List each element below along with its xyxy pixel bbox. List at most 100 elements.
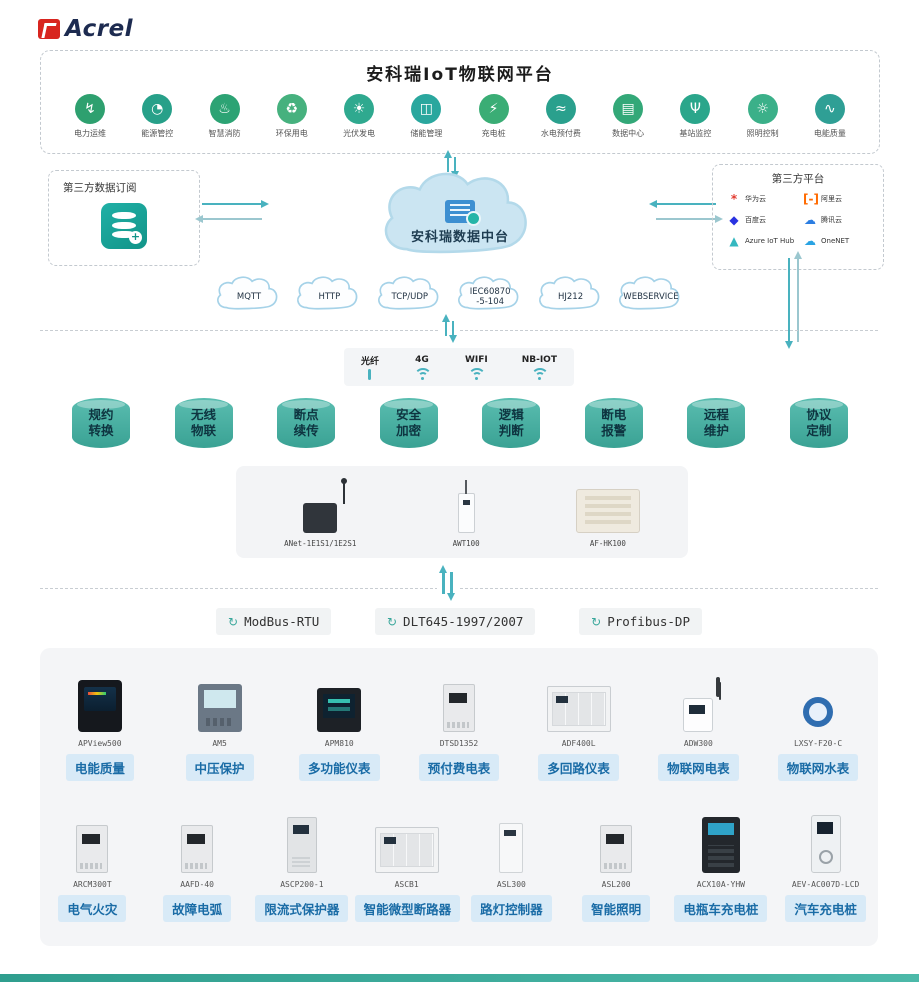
product-device-figure: [701, 817, 740, 873]
capability-cylinder: 远程 维护: [687, 398, 746, 448]
network-signal-icon: [467, 367, 487, 380]
product-model-label: AAFD-40: [180, 880, 214, 889]
product-device-figure: [286, 817, 317, 873]
product-figure-wrap: [168, 672, 272, 732]
network-label: 4G: [415, 355, 429, 365]
platform-downlink-arrows: [784, 251, 802, 349]
link-icon: ↻: [386, 614, 398, 629]
product-category-chip: 多功能仪表: [298, 754, 380, 781]
network-signal-icon: [368, 369, 372, 380]
protocol-cloud: HTTP: [292, 274, 366, 316]
product-figure-wrap: [40, 813, 144, 873]
network-type-bar: 光纤 4G WIFI NB-IOT: [344, 348, 574, 386]
gateway-item: AWT100: [453, 480, 480, 548]
partner-name: 腾讯云: [821, 216, 842, 224]
product-category-chip: 智能微型断路器: [354, 895, 461, 922]
service-icon: ◔: [142, 94, 173, 124]
product-item: APView500 电能质量: [48, 672, 152, 781]
protocol-chip-label: ModBus-RTU: [244, 614, 320, 629]
partner-cloud-icon: [-]: [803, 192, 819, 206]
product-figure-wrap: [459, 813, 563, 873]
product-category-chip: 智能照明: [582, 895, 651, 922]
product-item: ASCB1 智能微型断路器: [354, 813, 461, 922]
service-label: 智慧消防: [208, 129, 241, 138]
network-signal-icon: [413, 367, 432, 380]
gateway-device-panel: ANet-1E1S1/1E2S1 AWT100 AF-HK100: [236, 466, 688, 558]
product-model-label: ACX10A-YHW: [696, 880, 745, 889]
up-arrow-icon: [438, 565, 447, 594]
product-item: APM810 多功能仪表: [287, 672, 391, 781]
protocol-cloud-label: HJ212: [558, 291, 584, 302]
network-signal-icon: [530, 367, 550, 380]
cloud-outline-icon: [377, 276, 439, 310]
capability-cylinder: 断点 续传: [277, 398, 336, 448]
product-device-figure: [442, 684, 475, 732]
service-item: ☀ 光伏发电: [330, 94, 388, 139]
product-category-chip: 物联网水表: [777, 754, 859, 781]
service-label: 光伏发电: [343, 129, 376, 138]
footer-accent-bar: [0, 974, 919, 982]
service-item: ☼ 照明控制: [734, 94, 792, 139]
product-figure-wrap: [145, 813, 249, 873]
network-item: 4G: [413, 355, 432, 380]
cloud-outline-icon: [297, 276, 358, 310]
cloud-outline-icon: [538, 276, 599, 310]
protocol-cloud-label: IEC60870 -5-104: [469, 286, 511, 307]
partner-logo-grid: * 华为云 [-] 阿里云 ◆ 百度云 ☁ 腾讯云: [713, 186, 883, 249]
product-category-chip: 电瓶车充电桩: [674, 895, 768, 922]
partner-cloud-icon: *: [730, 192, 738, 206]
partner-cloud-icon: ◆: [729, 213, 739, 227]
link-icon: ↻: [591, 614, 602, 629]
network-item: 光纤: [361, 354, 379, 380]
service-item: ≈ 水电预付费: [532, 94, 590, 139]
protocol-chip-label: DLT645-1997/2007: [403, 614, 524, 629]
product-item: AEV-AC007D-LCD 汽车充电桩: [774, 813, 878, 922]
product-category-chip: 电能质量: [65, 754, 134, 781]
product-item: ARCM300T 电气火灾: [40, 813, 144, 922]
product-category-chip: 物联网电表: [658, 754, 739, 781]
product-model-label: ASL300: [496, 880, 526, 889]
product-model-label: ASL200: [601, 880, 631, 889]
up-arrow-icon: [793, 251, 802, 342]
service-icon: ↯: [75, 94, 105, 124]
partner-item: ☁ OneNET: [803, 233, 873, 249]
protocol-chip: ↻ ModBus-RTU: [216, 608, 332, 635]
product-device-figure: [77, 680, 122, 732]
product-device-figure: [683, 682, 722, 732]
third-party-platform-panel: 第三方平台 * 华为云 [-] 阿里云 ◆ 百度云 ☁: [712, 164, 884, 270]
partner-item: ◆ 百度云: [727, 212, 797, 228]
left-arrow-icon: [649, 199, 716, 208]
network-item: NB-IOT: [522, 355, 557, 380]
protocol-cloud: MQTT: [212, 274, 286, 316]
product-item: ADW300 物联网电表: [646, 672, 750, 781]
product-model-label: DTSD1352: [439, 739, 479, 748]
product-category-chip: 预付费电表: [418, 754, 500, 781]
service-item: ▤ 数据中心: [599, 94, 657, 139]
product-category-chip: 多回路仪表: [538, 754, 619, 781]
product-figure-wrap: [774, 813, 878, 873]
service-icon: ☼: [747, 94, 778, 124]
dashed-divider: [40, 330, 878, 331]
product-row-2: ARCM300T 电气火灾 AAFD-40 故障电弧 ASCP200-1: [40, 813, 878, 922]
up-arrow-icon: [443, 150, 452, 172]
third-party-subscription-panel: 第三方数据订阅 +: [48, 170, 200, 266]
service-icon: ∿: [814, 94, 845, 124]
product-category-chip: 中压保护: [185, 754, 254, 781]
product-figure-wrap: [646, 672, 750, 732]
product-model-label: LXSY-F20-C: [793, 739, 843, 748]
product-device-figure: [76, 825, 109, 873]
service-icon: ▤: [613, 94, 644, 124]
database-subscribe-icon: +: [101, 203, 147, 249]
product-category-chip: 汽车充电桩: [785, 895, 866, 922]
iot-platform-panel: 安科瑞IoT物联网平台 ↯ 电力运维 ◔ 能源管控 ♨ 智慧消防: [40, 50, 880, 154]
service-item: ◫ 储能管理: [397, 94, 455, 139]
service-icon: ☀: [344, 94, 375, 124]
service-icon: ⚡: [478, 94, 509, 124]
protocol-cloud: WEBSERVICE: [614, 274, 688, 316]
service-icon: ♻: [276, 94, 307, 124]
service-item: Ψ 基站监控: [666, 94, 724, 139]
product-device-figure: [600, 825, 633, 873]
product-model-label: ASCB1: [394, 880, 419, 889]
cloud-outline-icon: [458, 276, 519, 310]
cloud-outline-icon: [619, 276, 680, 310]
